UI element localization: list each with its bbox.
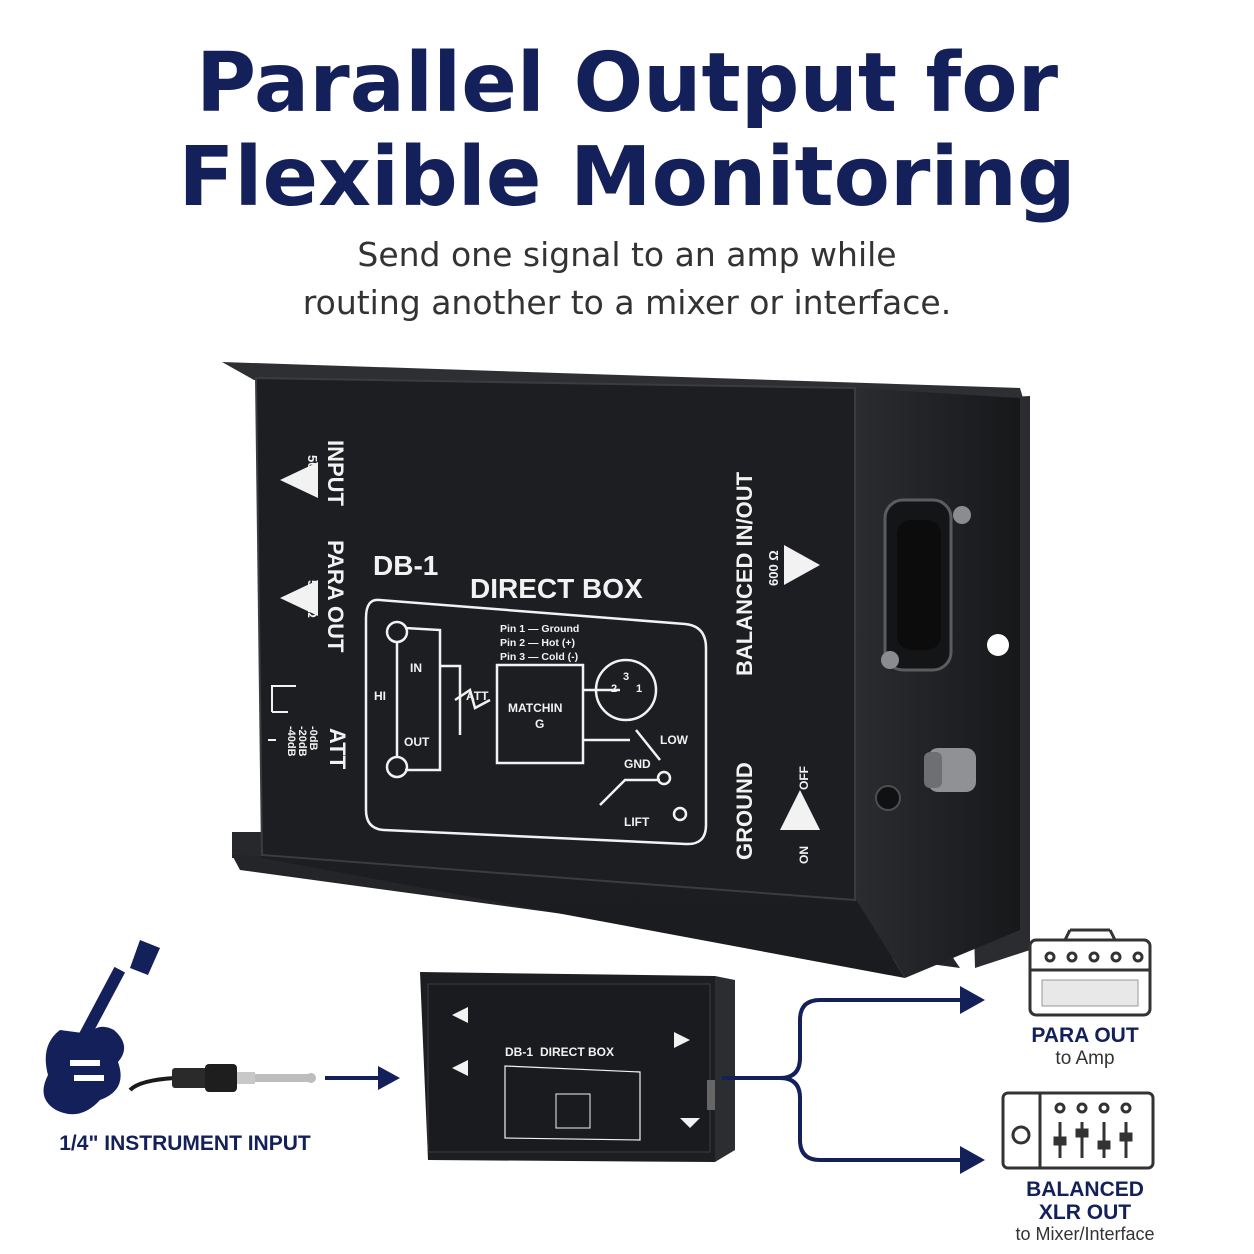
split-arrows	[722, 998, 960, 1162]
para-out-arrowhead	[960, 986, 985, 1014]
para-out-label: PARA OUT	[323, 540, 348, 653]
subheadline-line-1: Send one signal to an amp while	[357, 235, 897, 274]
schematic-out: OUT	[404, 735, 430, 749]
schematic-pin-3: Pin 3 — Cold (-)	[500, 651, 578, 663]
input-arrow-icon	[280, 462, 318, 498]
subheadline-line-2: routing another to a mixer or interface.	[302, 283, 952, 322]
schematic-pin-num-2: 2	[611, 683, 617, 695]
model-name: DB-1	[373, 550, 438, 581]
schematic-att: ATT	[466, 689, 489, 703]
xlr-out-arrowhead	[960, 1146, 985, 1174]
electric-guitar-icon	[43, 940, 160, 1115]
att-level-2: -40dB	[285, 726, 297, 757]
balanced-impedance: 600 Ω	[766, 550, 781, 586]
schematic-pin-1: Pin 1 — Ground	[500, 623, 579, 635]
schematic-pin-2: Pin 2 — Hot (+)	[500, 637, 575, 649]
para-out-impedance: 50K Ω	[305, 580, 320, 618]
xlr-out-caption-line-1: BALANCED	[1026, 1178, 1144, 1201]
schematic-lift: LIFT	[624, 815, 650, 829]
schematic-matching-2: G	[535, 717, 544, 731]
xlr-out-caption-sub: to Mixer/Interface	[1015, 1224, 1155, 1244]
small-model-name: DB-1	[505, 1045, 533, 1059]
schematic-gnd: GND	[624, 757, 651, 771]
amplifier-icon	[1028, 928, 1152, 1017]
ground-label: GROUND	[732, 762, 757, 860]
schematic-matching-1: MATCHIN	[508, 701, 562, 715]
att-selector-icon	[268, 685, 296, 741]
att-level-0: -0dB	[307, 726, 319, 751]
input-impedance: 50K Ω	[305, 455, 320, 493]
direct-box-small: DB-1 DIRECT BOX	[420, 972, 735, 1162]
product-name: DIRECT BOX	[470, 573, 643, 604]
xlr-out-caption-line-2: XLR OUT	[1038, 1201, 1132, 1224]
ground-on-label: ON	[797, 846, 811, 864]
small-product-name: DIRECT BOX	[540, 1045, 614, 1059]
mount-hole	[987, 634, 1009, 656]
att-level-1: -20dB	[296, 726, 308, 757]
direct-box-large: INPUT 50K Ω PARA OUT 50K Ω ATT -0dB -20d…	[222, 362, 1030, 978]
mixer-icon	[1001, 1091, 1155, 1170]
schematic	[364, 598, 708, 846]
ground-off-label: OFF	[797, 766, 811, 790]
ground-arrow-icon	[780, 790, 820, 830]
schematic-hi: HI	[374, 689, 386, 703]
balanced-label: BALANCED IN/OUT	[732, 471, 757, 676]
instrument-cable-icon	[128, 1064, 316, 1092]
schematic-pin-num-1: 1	[636, 683, 642, 695]
ground-switch	[875, 748, 976, 811]
att-label: ATT	[325, 728, 350, 770]
schematic-low: LOW	[660, 733, 689, 747]
balanced-arrow-icon	[784, 545, 820, 585]
headline-line-2: Flexible Monitoring	[178, 130, 1076, 225]
para-out-arrow-icon	[280, 580, 318, 616]
para-out-caption-title: PARA OUT	[1031, 1024, 1139, 1047]
schematic-pin-num-3: 3	[623, 671, 629, 683]
xlr-connector	[881, 498, 971, 672]
input-label: INPUT	[323, 440, 348, 507]
schematic-in: IN	[410, 661, 422, 675]
headline-line-1: Parallel Output for	[195, 36, 1059, 131]
para-out-caption-sub: to Amp	[1055, 1048, 1115, 1069]
input-arrow	[325, 1066, 400, 1090]
instrument-input-caption: 1/4" INSTRUMENT INPUT	[59, 1132, 311, 1155]
